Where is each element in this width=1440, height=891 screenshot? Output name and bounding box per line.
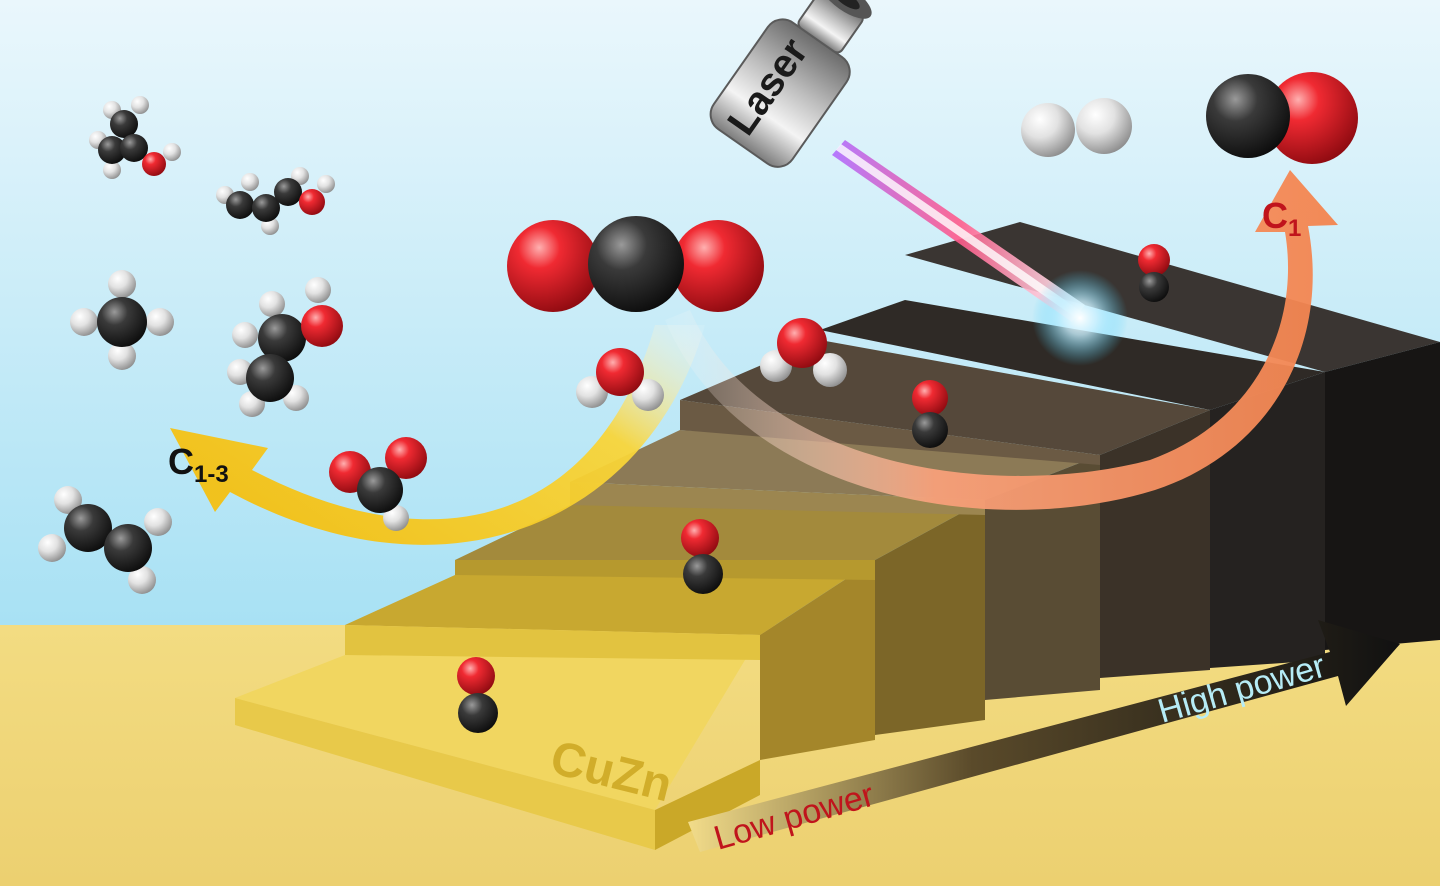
- water-molecule: [760, 318, 847, 387]
- laser-spot: [1032, 270, 1128, 366]
- c13-arrow: [170, 325, 705, 545]
- adsorbed-co-molecule: [1138, 244, 1170, 302]
- co-molecule-product: [1206, 72, 1358, 164]
- laser-beam: [832, 140, 1128, 366]
- propanol-molecule: [89, 96, 181, 179]
- c13-label: C1-3: [168, 441, 229, 488]
- water-molecule: [576, 348, 664, 411]
- formic-acid-molecule: [329, 437, 427, 531]
- co2-molecule: [507, 216, 764, 312]
- power-arrow: [688, 620, 1400, 852]
- c1-label: C1: [1262, 195, 1301, 242]
- h2-molecule: [1021, 98, 1132, 157]
- laser-device: [709, 0, 872, 168]
- methane-molecule: [70, 270, 174, 370]
- adsorbed-co-molecule: [457, 657, 498, 733]
- adsorbed-co-molecule: [912, 380, 948, 448]
- ethanol-molecule: [227, 277, 343, 417]
- ethylene-molecule: [38, 486, 172, 594]
- ethanol-chain-molecule: [216, 167, 335, 235]
- adsorbed-co-molecule: [681, 519, 723, 594]
